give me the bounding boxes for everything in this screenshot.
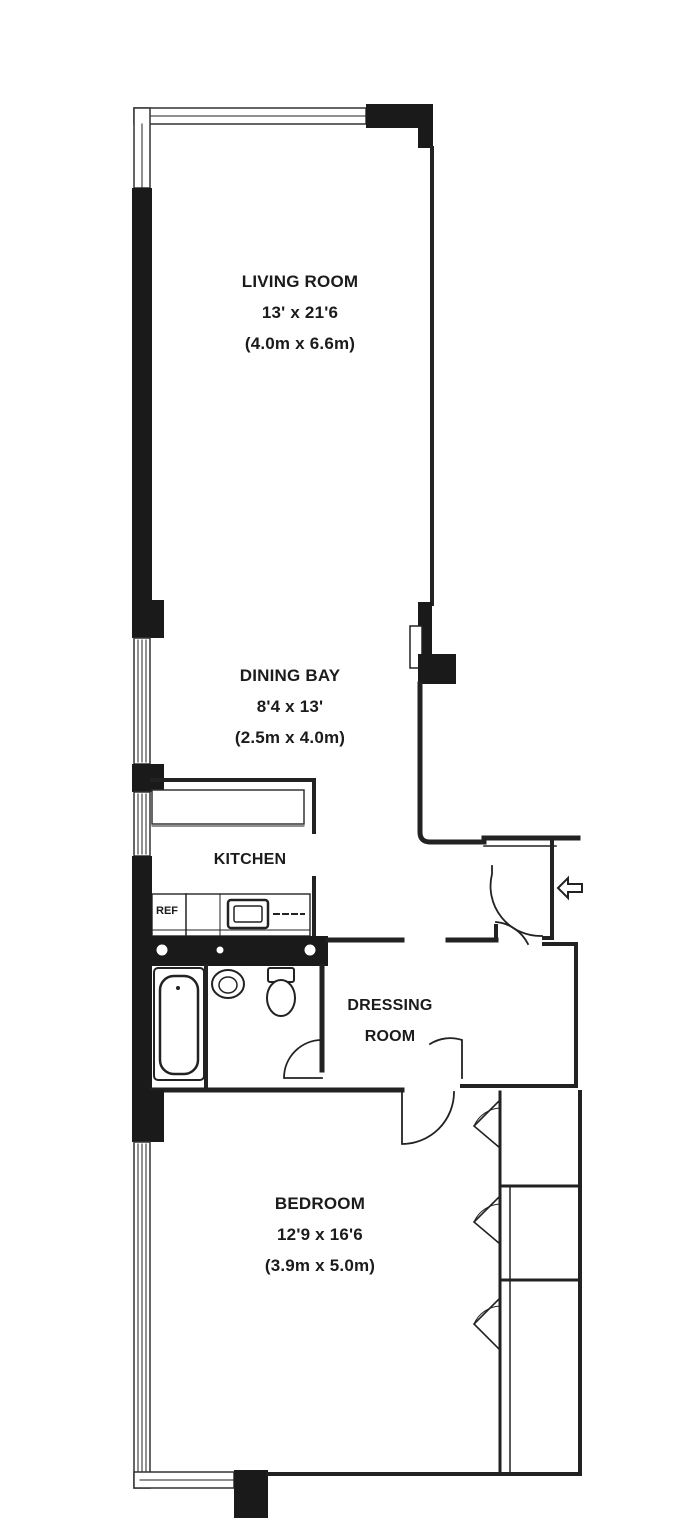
- dining-bay-dims-metric: (2.5m x 4.0m): [234, 728, 346, 747]
- dressing-room-walls: [149, 858, 578, 1093]
- dining-bay-dims-imperial: 8'4 x 13': [256, 697, 324, 716]
- dressing-room-label: DRESSING ROOM: [320, 990, 460, 1052]
- dressing-room-name-line2: ROOM: [364, 1028, 416, 1045]
- living-room-dims-imperial: 13' x 21'6: [261, 303, 339, 322]
- living-room-dims-metric: (4.0m x 6.6m): [244, 334, 356, 353]
- dressing-room-name-line1: DRESSING: [347, 997, 433, 1014]
- refrigerator-label: REF: [156, 905, 178, 917]
- bedroom-walls: [132, 1090, 582, 1518]
- kitchen-fixtures: [150, 778, 316, 938]
- bedroom-dims-metric: (3.9m x 5.0m): [264, 1256, 376, 1275]
- living-room-walls: [132, 104, 581, 862]
- living-room-name: LIVING ROOM: [241, 272, 359, 291]
- entry-arrow-icon: [556, 875, 583, 901]
- kitchen-name: KITCHEN: [213, 851, 287, 868]
- bedroom-name: BEDROOM: [274, 1194, 366, 1213]
- bath-walls: [132, 856, 499, 1096]
- kitchen-label: KITCHEN: [180, 844, 320, 875]
- bedroom-dims-imperial: 12'9 x 16'6: [277, 1225, 363, 1244]
- dining-bay-name: DINING BAY: [239, 666, 341, 685]
- living-room-label: LIVING ROOM 13' x 21'6 (4.0m x 6.6m): [200, 266, 400, 359]
- bedroom-label: BEDROOM 12'9 x 16'6 (3.9m x 5.0m): [220, 1188, 420, 1281]
- dining-bay-label: DINING BAY 8'4 x 13' (2.5m x 4.0m): [190, 660, 390, 753]
